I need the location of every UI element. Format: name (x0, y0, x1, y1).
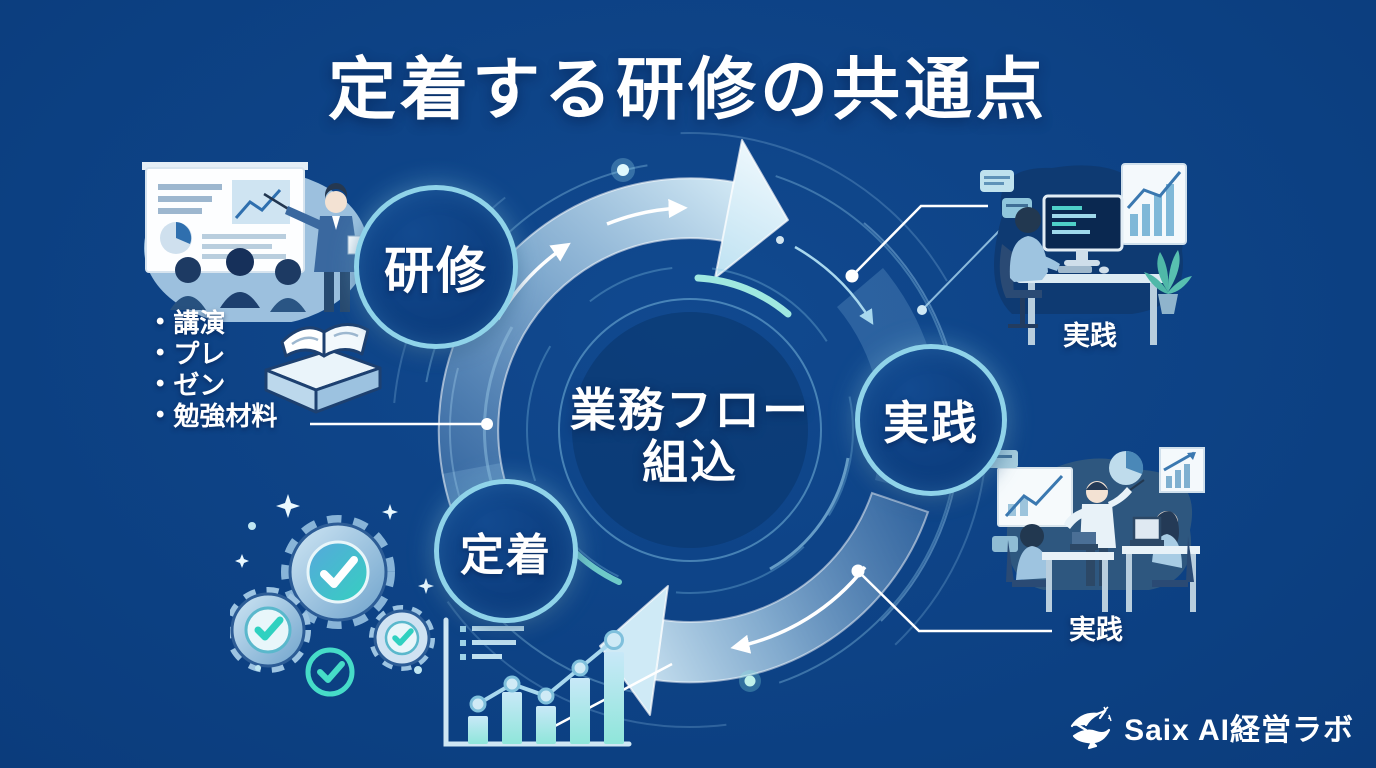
book-bottom (264, 348, 382, 414)
illustration-training-presentation (142, 162, 368, 322)
gear-large (281, 515, 395, 629)
hub-disc (572, 312, 808, 548)
connector-training-materials (310, 418, 493, 430)
bullet-icon: • (156, 307, 165, 335)
hub-arc-teal-top (694, 274, 792, 318)
center-label-line2: 組込 (642, 436, 738, 488)
book-open-top (280, 323, 370, 358)
wall-cards (988, 450, 1018, 552)
list-item: • 講演 (156, 306, 277, 338)
cycle-node-training: 研修 (354, 185, 518, 349)
center-label-line1: 業務フロー (570, 384, 810, 436)
attendee-left (1006, 524, 1114, 612)
caption-practice-top: 実践 (1063, 321, 1117, 351)
glow-dot-bottom (739, 670, 761, 692)
plant (1144, 250, 1192, 314)
cycle-arrowhead-top (714, 139, 789, 279)
list-item: • ゼン (156, 368, 277, 400)
illustration-gears-checkmarks (230, 494, 435, 697)
chart-axes (443, 617, 632, 747)
chart-bars (468, 652, 624, 744)
check-icon (320, 556, 358, 588)
illustration-practice-desk (980, 163, 1192, 345)
flow-arrow-small-3 (730, 565, 867, 654)
illustration-practice-meeting (988, 447, 1205, 612)
desk (1016, 266, 1168, 345)
bullet-icon: • (156, 400, 165, 428)
node-label: 定着 (460, 531, 552, 580)
bullet-icon: • (156, 369, 165, 397)
check-icon (254, 616, 284, 641)
gear-left (230, 587, 311, 673)
illustration-books (264, 323, 382, 414)
cycle-arrowhead-bottom (599, 585, 669, 716)
connector-practice-top (845, 204, 988, 283)
cycle-node-retention: 定着 (434, 479, 578, 623)
check-circle-teal (305, 647, 355, 697)
training-materials-list: • 講演 • プレ • ゼン • 勉強材料 (156, 306, 278, 431)
illustration-growth-chart (443, 617, 632, 747)
bar-arrow-chart-icon (1159, 447, 1205, 493)
node-label: 研修 (384, 243, 488, 299)
node-label: 実践 (883, 397, 979, 449)
attendee-right (1122, 511, 1200, 612)
bullet-icon: • (156, 338, 165, 366)
hub-ring (558, 298, 822, 562)
chart-trend-line (469, 630, 624, 713)
connector-practice-bottom (851, 564, 1052, 633)
connector-accent-blue (917, 229, 1001, 315)
list-item: • プレ (156, 337, 277, 369)
audience-figures (170, 248, 306, 312)
cycle-center-label: 業務フロー 組込 (530, 384, 850, 488)
presenter-figure (263, 183, 363, 312)
computer-monitor (1042, 194, 1124, 266)
sparkles (235, 494, 434, 674)
glow-dot-top (611, 158, 635, 182)
presentation-screen (142, 162, 308, 273)
chart-legend-lines (460, 626, 524, 660)
list-item-label: 勉強材料 (173, 401, 278, 431)
seated-person (999, 207, 1060, 328)
flow-arrow-small-2 (606, 198, 688, 226)
dot-small-top-right (776, 236, 784, 244)
whiteboard (997, 467, 1073, 527)
hub-ring-dashed (526, 266, 854, 594)
list-item-label: 講演 (173, 308, 226, 338)
caption-practice-bottom: 実践 (1069, 615, 1123, 645)
list-item: • 勉強材料 (156, 399, 278, 431)
gear-right (369, 605, 435, 671)
speech-bubbles (980, 170, 1032, 218)
pie-chart-icon (1109, 450, 1144, 485)
line-chart-icon (234, 188, 282, 219)
thin-arc-right-arrow (794, 245, 874, 325)
list-item-label: ゼン (173, 370, 226, 400)
list-item-label: プレ (173, 339, 226, 369)
cycle-node-practice: 実践 (855, 344, 1007, 496)
wall-chart (1121, 163, 1187, 245)
page-title: 定着する研修の共通点 (327, 52, 1048, 128)
brand-logo: Saix AI経営ラボ (1068, 704, 1354, 750)
brand-logo-text: Saix AI経営ラボ (1124, 714, 1354, 747)
saix-bird-icon (1070, 706, 1112, 750)
check-icon (392, 628, 414, 646)
hub-arc-light-right (769, 457, 850, 571)
